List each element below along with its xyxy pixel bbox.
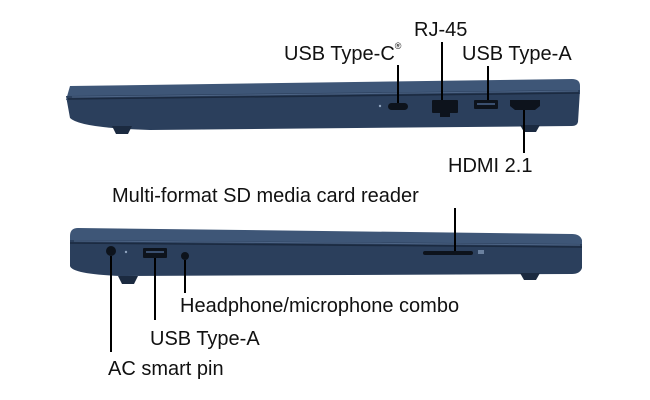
label-rj45: RJ-45: [414, 19, 468, 41]
label-usb-type-a-bottom: USB Type-A: [150, 328, 260, 350]
usb-c-indicator: [378, 104, 382, 108]
usb-a-port-tongue: [477, 103, 495, 105]
chassis-seam: [67, 92, 580, 100]
chassis-highlight: [71, 90, 579, 98]
laptop-side-right: [66, 42, 580, 153]
ac-smart-pin-port: [106, 246, 116, 256]
label-headphone-combo: Headphone/microphone combo: [180, 295, 460, 317]
label-usb-type-a-top: USB Type-A: [462, 43, 572, 65]
hdmi-port: [510, 100, 540, 110]
sd-card-icon: [478, 250, 484, 254]
ac-indicator: [124, 250, 128, 254]
registered-mark: ®: [394, 41, 402, 51]
usb-c-port: [388, 103, 408, 110]
usb-a-port-tongue: [146, 251, 164, 253]
chassis-seam: [69, 242, 583, 248]
headphone-jack: [181, 252, 189, 260]
chassis-highlight: [73, 240, 581, 246]
label-usb-type-c: USB Type-C®: [284, 41, 402, 65]
sd-card-slot: [423, 251, 473, 255]
label-hdmi: HDMI 2.1: [448, 155, 533, 177]
rj45-port: [432, 100, 458, 113]
rubber-foot: [520, 273, 540, 280]
label-ac-smart-pin: AC smart pin: [108, 358, 224, 380]
label-sd-card-reader: Multi-format SD media card reader: [112, 185, 419, 207]
rubber-foot: [118, 276, 138, 284]
laptop-side-left: [69, 208, 583, 352]
rubber-foot: [112, 126, 132, 134]
rj45-port-clip: [440, 112, 450, 117]
